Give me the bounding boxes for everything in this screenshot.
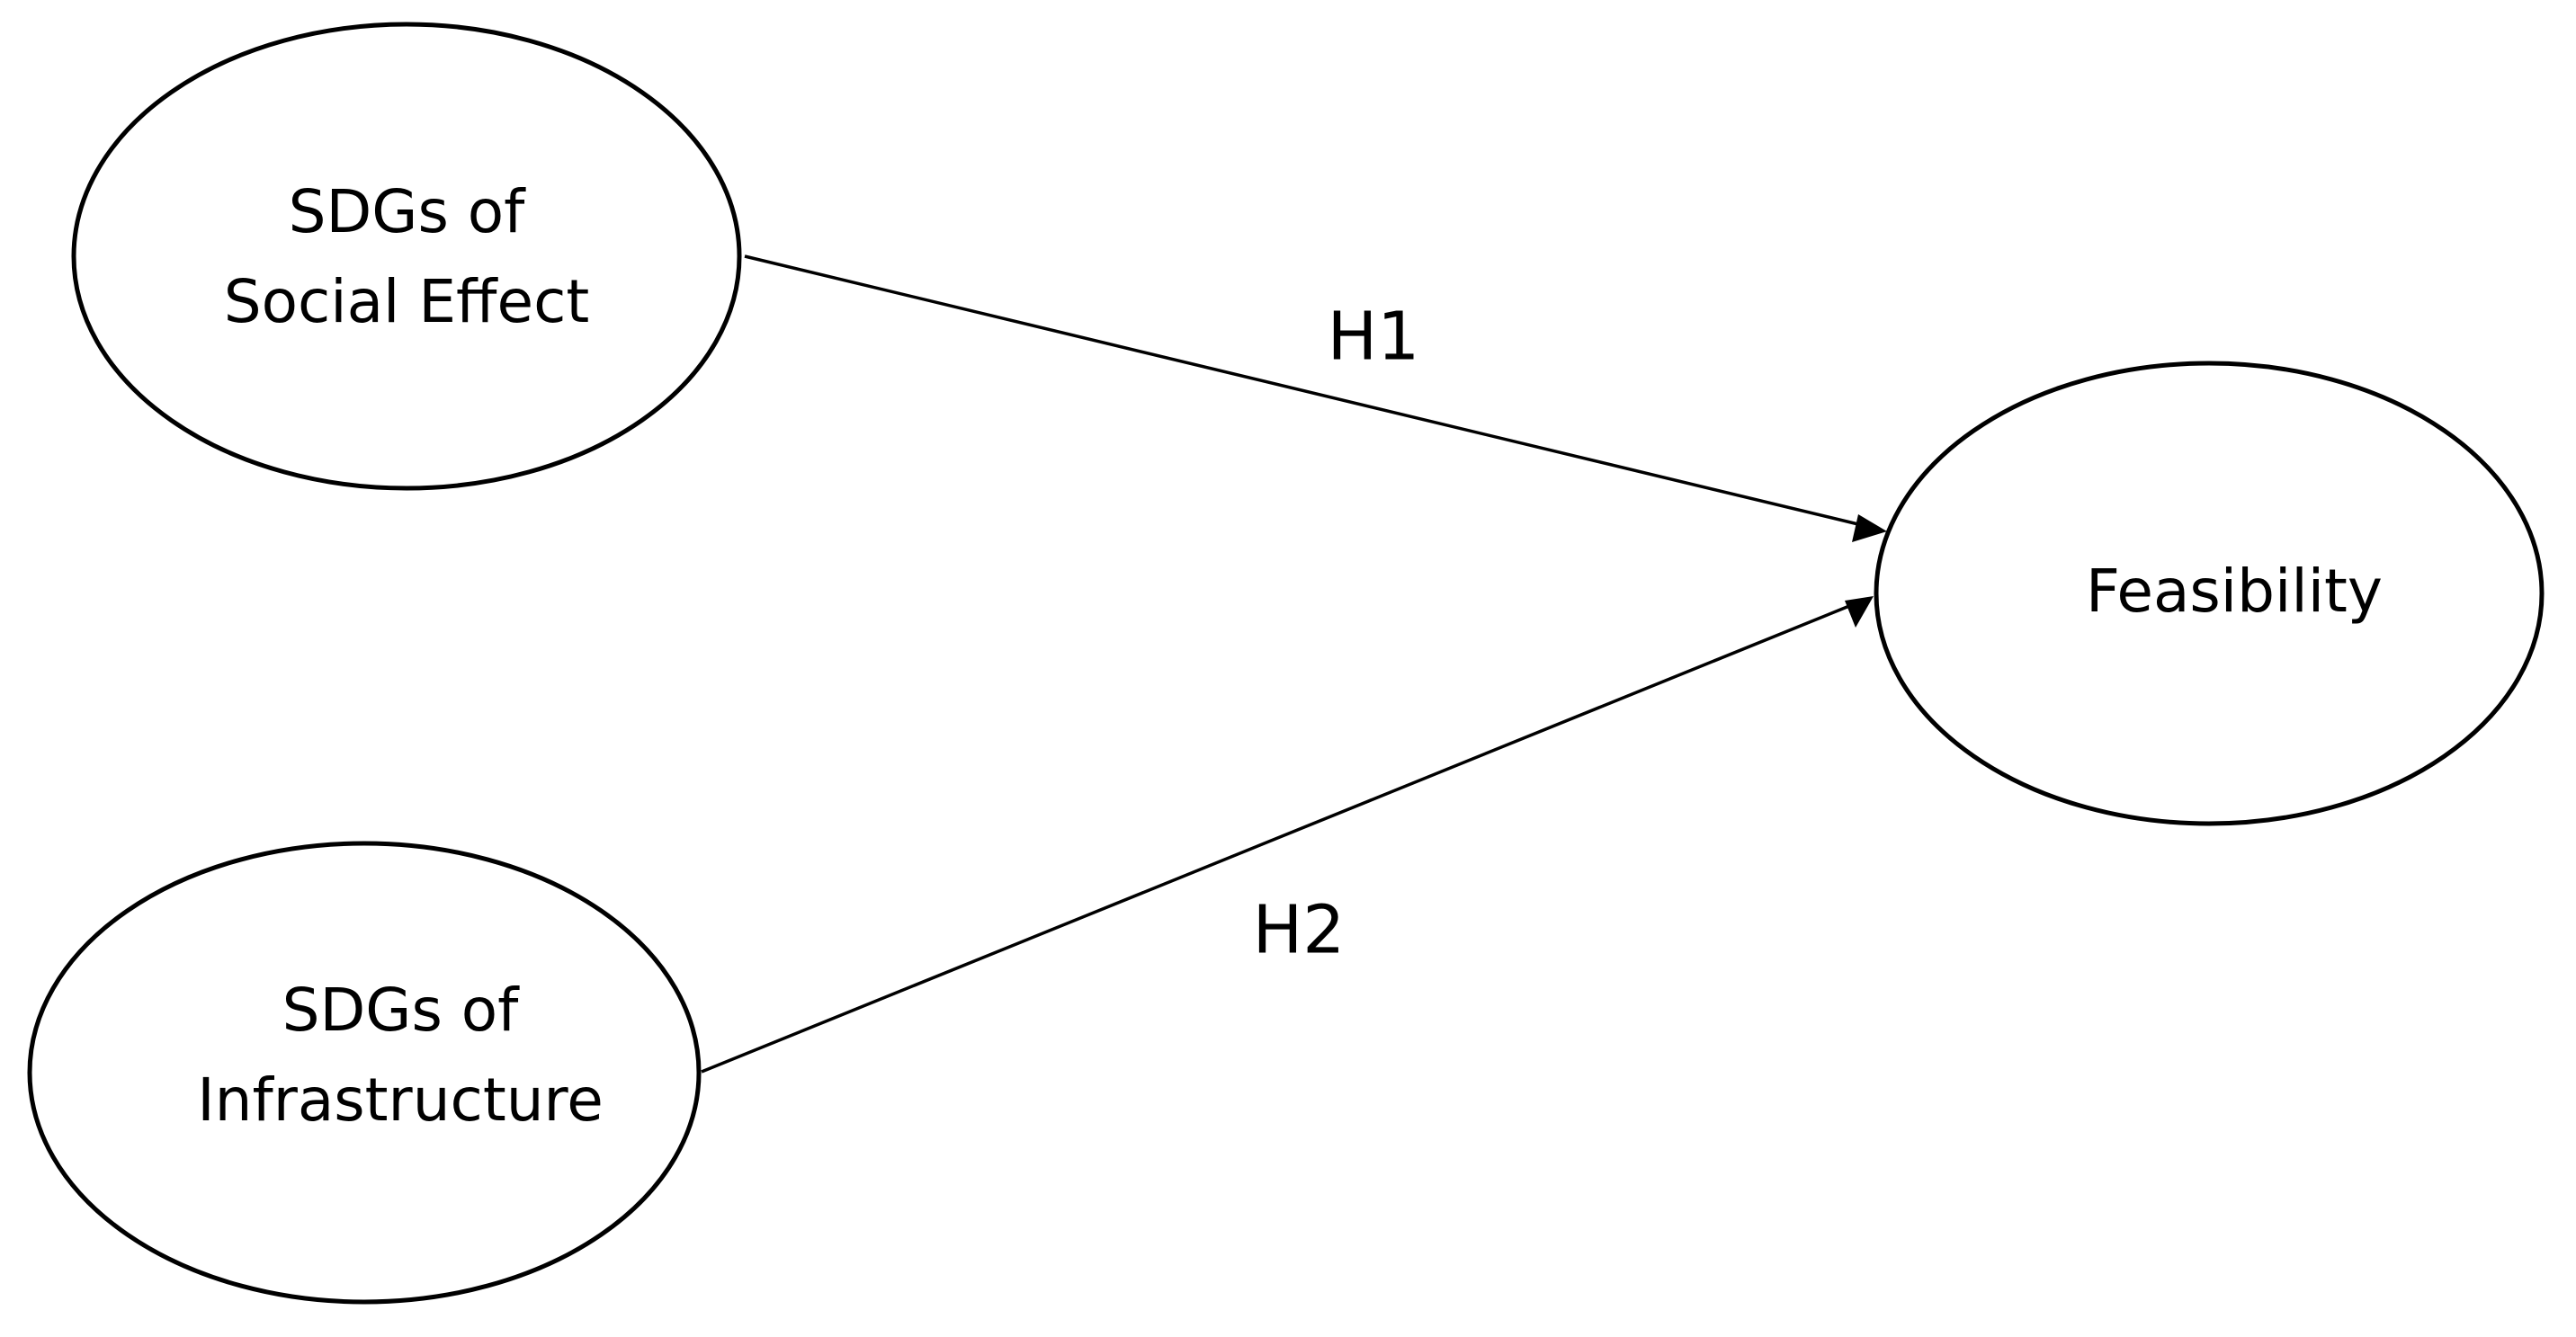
edge-h1-arrowhead xyxy=(1852,514,1887,542)
node-infrastructure-line1: SDGs of xyxy=(282,976,521,1045)
node-social-effect: SDGs of Social Effect xyxy=(71,22,742,491)
node-infrastructure-line2: Infrastructure xyxy=(197,1065,604,1135)
edge-h2-label: H2 xyxy=(1253,892,1346,969)
node-feasibility-ellipse xyxy=(1874,361,2545,826)
edge-h1-line xyxy=(744,254,1863,527)
node-infrastructure-ellipse xyxy=(27,841,702,1305)
node-feasibility: Feasibility xyxy=(1874,361,2545,826)
node-social-effect-line2: Social Effect xyxy=(224,267,590,336)
node-feasibility-label: Feasibility xyxy=(2086,557,2383,626)
edge-h2-arrowhead xyxy=(1845,596,1874,628)
node-social-effect-line1: SDGs of xyxy=(289,177,527,246)
edge-h2-line xyxy=(701,604,1850,1074)
node-social-effect-ellipse xyxy=(71,22,742,491)
node-infrastructure: SDGs of Infrastructure xyxy=(27,841,702,1305)
edge-h1: H1 xyxy=(744,254,1887,542)
edge-h2: H2 xyxy=(701,596,1874,1074)
edge-h1-label: H1 xyxy=(1328,299,1420,376)
